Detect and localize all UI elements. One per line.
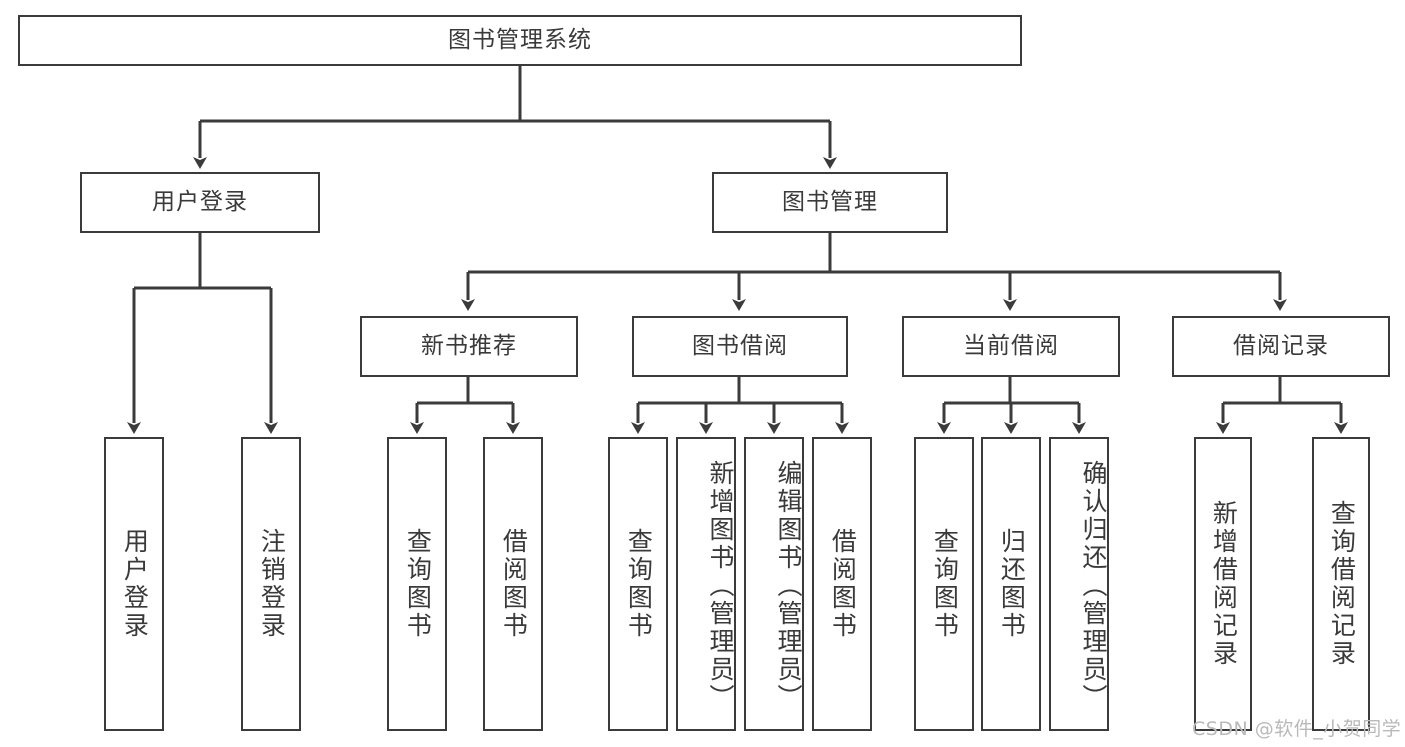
leaf-current-confirm-return-admin[interactable]: 确认归还（管理员） <box>1049 437 1109 731</box>
leaf-label: 查询图书 <box>624 528 654 640</box>
node-new-book-recommend-label: 新书推荐 <box>421 332 517 359</box>
leaf-label: 注销登录 <box>257 528 287 640</box>
leaf-label: 归还图书 <box>997 528 1027 640</box>
node-current-borrow[interactable]: 当前借阅 <box>902 316 1120 377</box>
node-book-management-label: 图书管理 <box>782 188 878 215</box>
node-current-borrow-label: 当前借阅 <box>963 332 1059 359</box>
leaf-label: 查询图书 <box>403 528 433 640</box>
leaf-user-login-signout[interactable]: 注销登录 <box>241 437 301 731</box>
leaf-label: 确认归还（管理员） <box>1079 460 1108 712</box>
node-root-label: 图书管理系统 <box>448 26 592 53</box>
leaf-label: 借阅图书 <box>499 528 529 640</box>
node-user-login[interactable]: 用户登录 <box>80 172 320 233</box>
leaf-label: 用户登录 <box>120 528 150 640</box>
leaf-borrow-add-book-admin[interactable]: 新增图书（管理员） <box>676 437 736 731</box>
node-borrow-records[interactable]: 借阅记录 <box>1172 316 1390 377</box>
node-book-borrow-label: 图书借阅 <box>692 332 788 359</box>
leaf-label: 查询图书 <box>930 528 960 640</box>
leaf-borrow-borrow-book[interactable]: 借阅图书 <box>812 437 872 731</box>
leaf-label: 新增图书（管理员） <box>706 460 735 712</box>
leaf-borrow-edit-book-admin[interactable]: 编辑图书（管理员） <box>744 437 804 731</box>
leaf-borrow-query[interactable]: 查询图书 <box>608 437 668 731</box>
node-user-login-label: 用户登录 <box>152 188 248 215</box>
leaf-label: 编辑图书（管理员） <box>774 460 803 712</box>
leaf-label: 借阅图书 <box>828 528 858 640</box>
csdn-watermark: CSDN @软件_小贺同学 <box>1192 718 1402 740</box>
node-book-management[interactable]: 图书管理 <box>712 172 948 233</box>
node-borrow-records-label: 借阅记录 <box>1233 332 1329 359</box>
leaf-records-query[interactable]: 查询借阅记录 <box>1312 437 1370 731</box>
leaf-user-login-signin[interactable]: 用户登录 <box>104 437 164 731</box>
leaf-current-return[interactable]: 归还图书 <box>981 437 1041 731</box>
leaf-label: 新增借阅记录 <box>1209 500 1239 668</box>
leaf-label: 查询借阅记录 <box>1327 500 1357 668</box>
leaf-records-add[interactable]: 新增借阅记录 <box>1194 437 1252 731</box>
node-book-borrow[interactable]: 图书借阅 <box>632 316 848 377</box>
leaf-new-book-borrow[interactable]: 借阅图书 <box>483 437 543 731</box>
node-new-book-recommend[interactable]: 新书推荐 <box>360 316 578 377</box>
node-root[interactable]: 图书管理系统 <box>18 15 1022 66</box>
leaf-current-query[interactable]: 查询图书 <box>914 437 974 731</box>
leaf-new-book-query[interactable]: 查询图书 <box>387 437 447 731</box>
